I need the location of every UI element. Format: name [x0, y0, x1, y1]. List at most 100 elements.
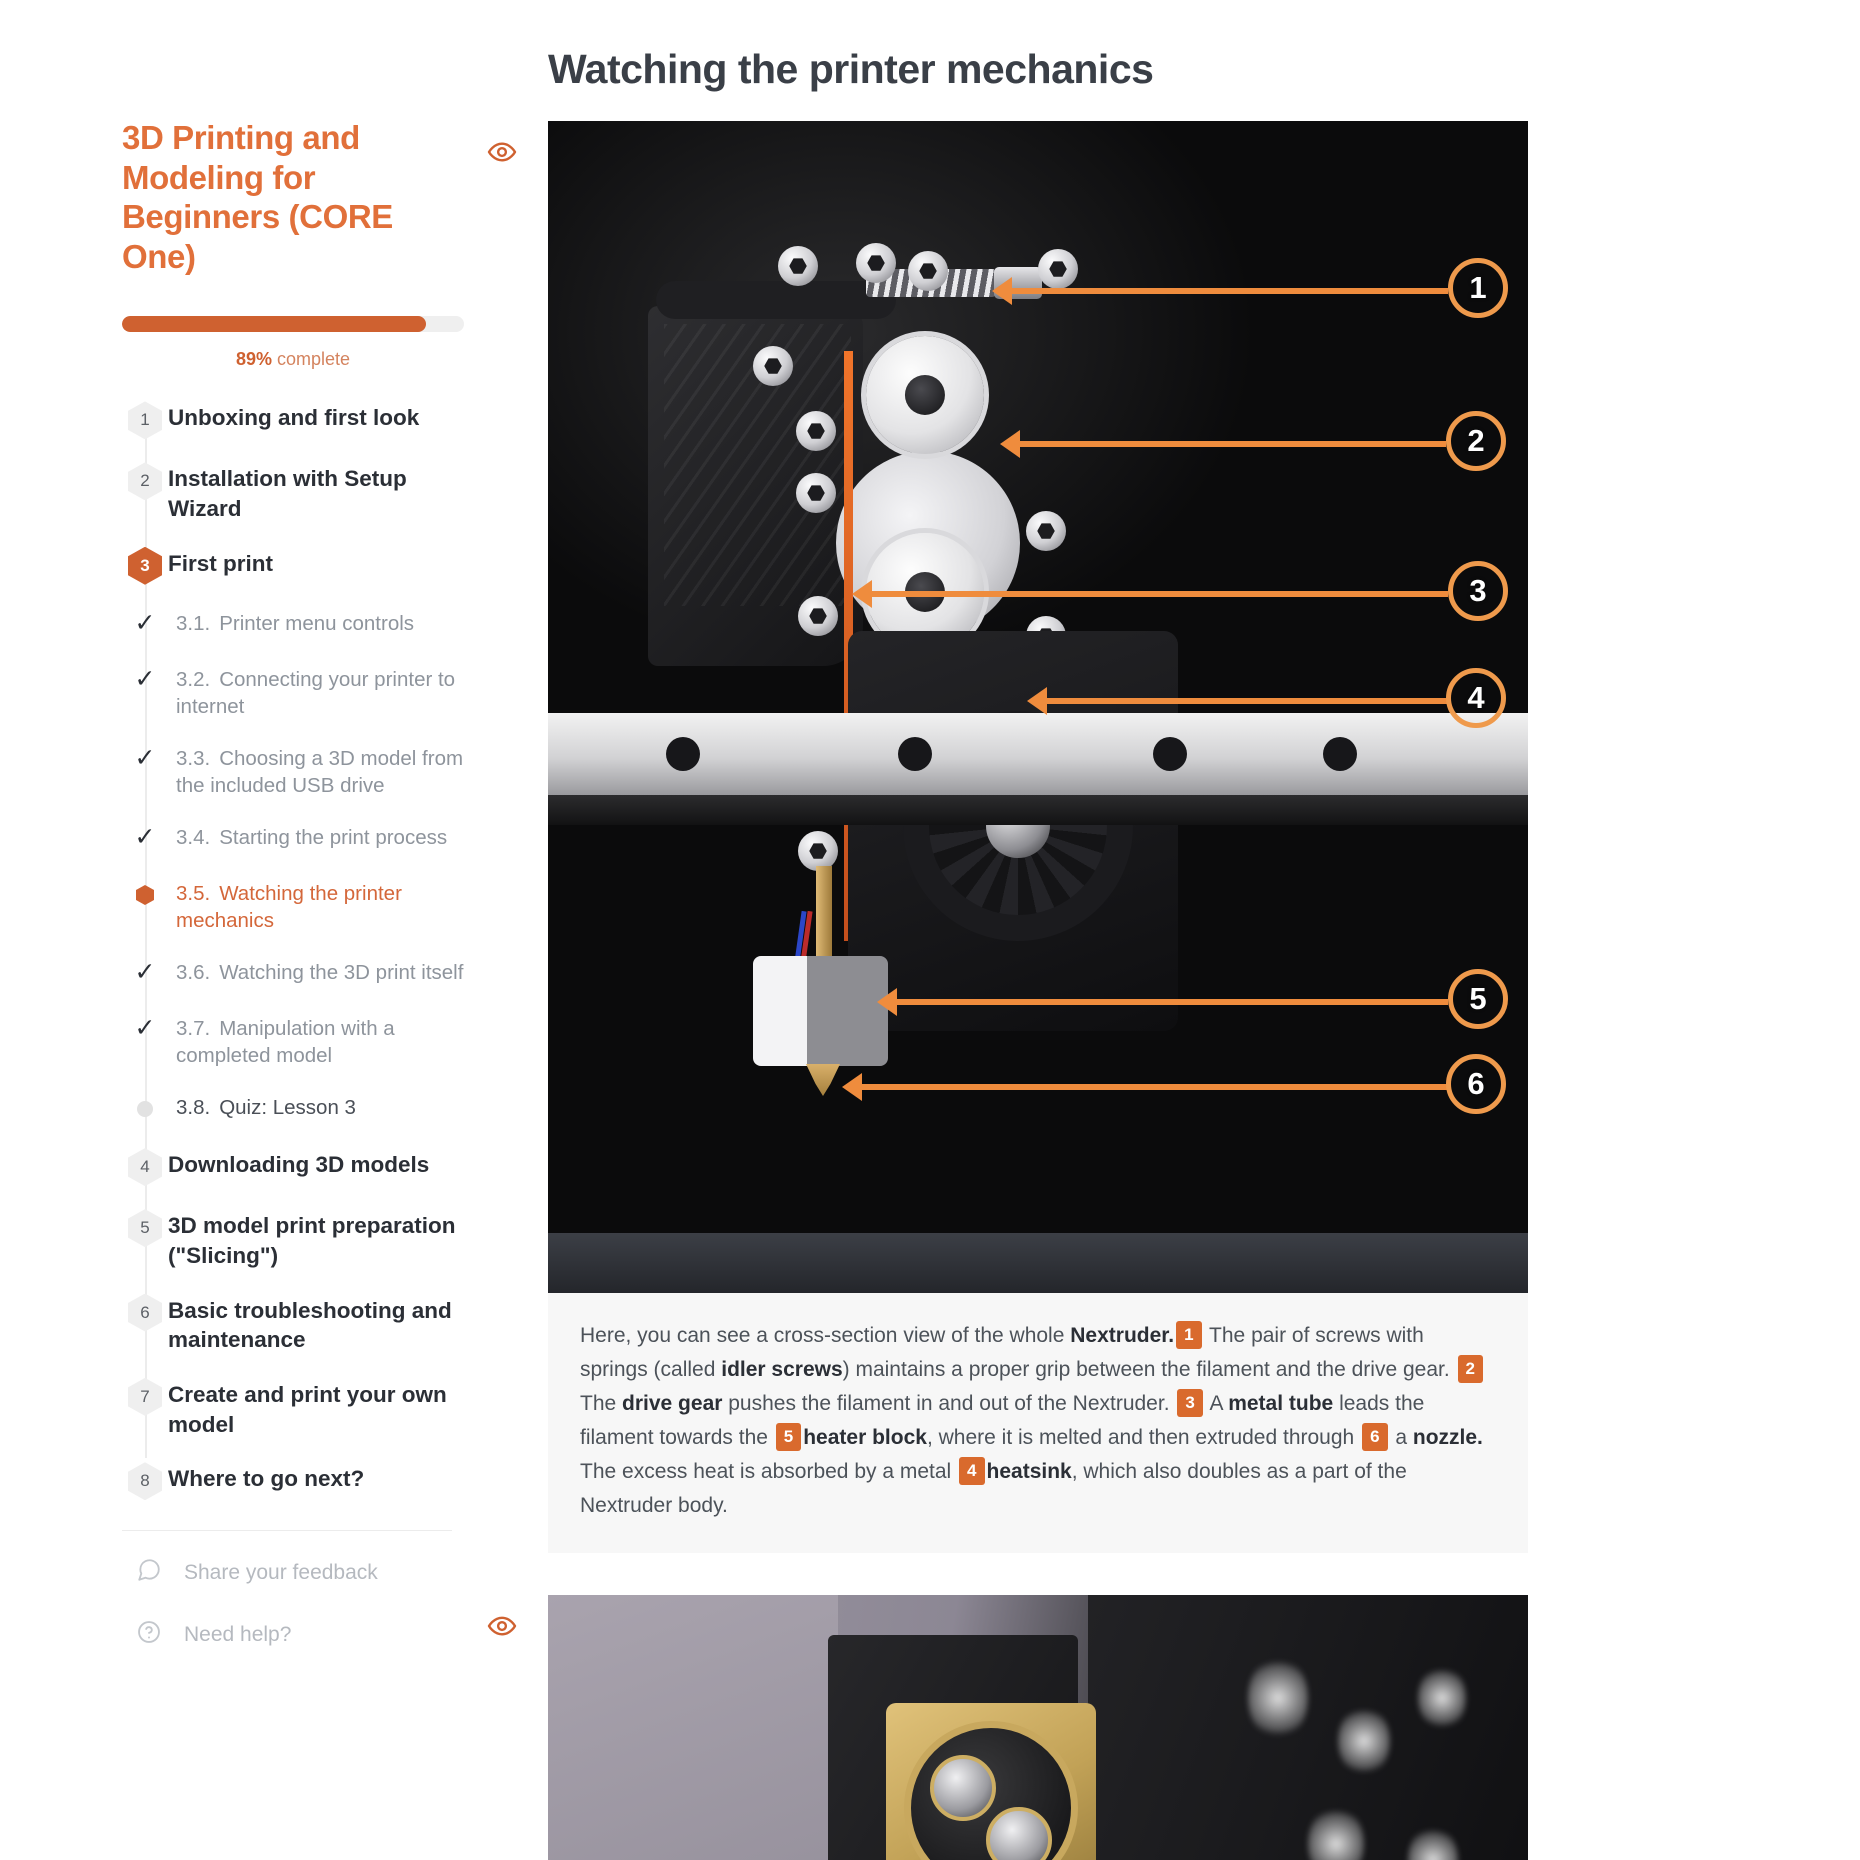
toc-item-text: 3D model print preparation ("Slicing")	[168, 1213, 456, 1268]
toc-item-text: Connecting your printer to internet	[176, 667, 456, 718]
figure-cross-section: 1 2 3 4 5 6 Here, you can see a cross-se…	[487, 121, 1528, 1554]
toc-item-31[interactable]: ✓3.1.Printer menu controls	[122, 607, 472, 641]
toc-item-32[interactable]: ✓ 3.2.Connecting your printer to internet	[122, 663, 472, 720]
chapter-marker: 2	[122, 461, 168, 501]
planet-gear-2	[986, 1807, 1052, 1860]
callout-4[interactable]: 4	[1446, 668, 1506, 728]
check-icon: ✓	[134, 664, 156, 693]
share-feedback-link[interactable]: Share your feedback	[122, 1557, 500, 1589]
toc-item-36[interactable]: ✓ 3.6. Watching the 3D print itself	[122, 956, 472, 990]
drive-gear-upper	[866, 336, 984, 454]
toc-item-38[interactable]: 3.8.Quiz: Lesson 3	[122, 1091, 472, 1125]
chapter-marker: 7	[122, 1377, 168, 1416]
chapter-number-badge: 1	[128, 401, 162, 440]
bolt	[753, 346, 793, 386]
chapter-marker: 4	[122, 1147, 168, 1187]
toc-item-34[interactable]: ✓ 3.4.Starting the print process	[122, 821, 472, 855]
toc-item-33[interactable]: ✓3.3.Choosing a 3D model from the includ…	[122, 742, 472, 799]
sidebar-divider	[122, 1530, 452, 1532]
toc-item-number: 3.3.	[176, 746, 211, 770]
check-icon: ✓	[134, 822, 156, 851]
pending-marker	[122, 1091, 168, 1118]
toc-item-text: Watching the 3D print itself	[219, 961, 464, 985]
toc-item-35[interactable]: 3.5.Watching the printer mechanics	[122, 877, 472, 934]
bolt	[778, 246, 818, 286]
caption-text-1: Here, you can see a cross-section view o…	[580, 1324, 1071, 1347]
chapter-marker: 6	[122, 1293, 168, 1332]
caption-bold-nozzle: nozzle.	[1412, 1426, 1483, 1450]
progress-label: 89% complete	[122, 349, 464, 370]
toc-item-label: 3.4.Starting the print process	[168, 821, 472, 851]
completed-marker: ✓	[122, 1012, 168, 1041]
callout-arrow-1	[1008, 288, 1448, 294]
toc-item-number: 3.5.	[176, 881, 211, 905]
caption-bold-heatsink: heatsink	[986, 1460, 1072, 1484]
toc-item-label: 3.8.Quiz: Lesson 3	[168, 1091, 472, 1121]
toc-item-37[interactable]: ✓3.7.Manipulation with a completed model	[122, 1012, 472, 1069]
bolt	[908, 251, 948, 291]
callout-1[interactable]: 1	[1448, 258, 1508, 318]
need-help-label: Need help?	[184, 1623, 292, 1647]
current-lesson-dot-icon	[136, 884, 154, 905]
completed-marker: ✓	[122, 742, 168, 771]
rail-hole	[1153, 737, 1187, 771]
toc-item-text: Installation with Setup Wizard	[168, 466, 407, 522]
caption-badge-1: 1	[1176, 1321, 1202, 1349]
chapter-number-badge: 6	[128, 1293, 162, 1332]
eye-icon[interactable]	[487, 137, 517, 167]
eye-icon[interactable]	[487, 1611, 517, 1641]
course-progress: 89% complete	[122, 316, 464, 370]
toc-item-label: Downloading 3D models	[168, 1147, 472, 1180]
toc-item-number: 3.6.	[176, 961, 211, 985]
chapter-number-badge: 8	[128, 1462, 162, 1501]
toc-item-label: Unboxing and first look	[168, 400, 472, 433]
rail-hole	[666, 737, 700, 771]
callout-arrow-6	[858, 1084, 1448, 1090]
bolt	[796, 411, 836, 451]
toc-item-label: 3.7.Manipulation with a completed model	[168, 1012, 472, 1069]
bolt	[796, 473, 836, 513]
caption-text-8: , where it is melted and then extruded t…	[926, 1426, 1361, 1450]
toc-item-label: 3.2.Connecting your printer to internet	[168, 663, 472, 720]
completed-marker: ✓	[122, 821, 168, 850]
page-title: Watching the printer mechanics	[548, 46, 1154, 92]
chapter-marker: 8	[122, 1461, 168, 1501]
toc-item-text: Watching the printer mechanics	[176, 881, 402, 932]
completed-marker: ✓	[122, 607, 168, 636]
toc-item-number: 3.7.	[176, 1017, 211, 1041]
progress-track	[122, 316, 464, 333]
photo2-background-wall	[548, 1595, 838, 1860]
toc-item-label: 3.6. Watching the 3D print itself	[168, 956, 472, 986]
chapter-number-badge: 3	[128, 546, 162, 585]
callout-arrow-4	[1043, 698, 1448, 704]
callout-5[interactable]: 5	[1448, 969, 1508, 1029]
chapter-marker: 3	[122, 546, 168, 585]
callout-2[interactable]: 2	[1446, 411, 1506, 471]
callout-6[interactable]: 6	[1446, 1054, 1506, 1114]
caption-badge-3: 3	[1177, 1389, 1203, 1418]
caption-badge-2: 2	[1457, 1355, 1483, 1384]
heater-block	[753, 956, 888, 1066]
callout-3[interactable]: 3	[1448, 561, 1508, 621]
toc-item-text: Basic troubleshooting and maintenance	[168, 1297, 452, 1353]
completed-marker: ✓	[122, 956, 168, 985]
toc-item-label: 3D model print preparation ("Slicing")	[168, 1208, 472, 1270]
progress-fill	[122, 316, 427, 333]
check-icon: ✓	[134, 743, 156, 772]
toc-item-text: Manipulation with a completed model	[176, 1017, 395, 1068]
planet-gear-1	[930, 1755, 996, 1822]
caption-text-9: a	[1389, 1426, 1413, 1450]
toc-item-text: Unboxing and first look	[168, 405, 420, 431]
need-help-link[interactable]: Need help?	[122, 1619, 500, 1651]
toc-item-number: 3.2.	[176, 667, 211, 691]
course-title: 3D Printing and Modeling for Beginners (…	[122, 119, 393, 275]
